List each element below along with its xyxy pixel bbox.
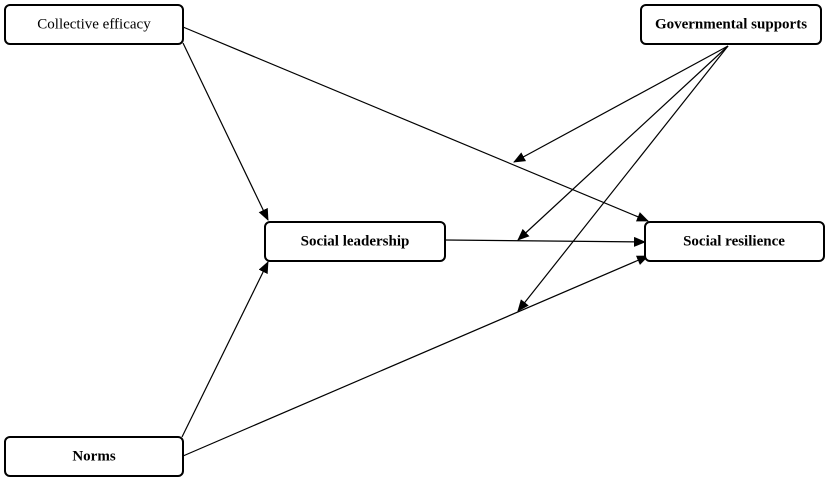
node-social-leadership-label: Social leadership	[301, 233, 410, 249]
edge-social-leadership-to-social-resilience	[444, 236, 646, 247]
node-governmental-supports: Governmental supports	[640, 4, 822, 45]
edge-norms-to-social-resilience	[182, 255, 649, 457]
node-social-resilience-box	[644, 221, 825, 262]
edge-norms-to-social-leadership	[181, 261, 269, 438]
node-collective-efficacy: Collective efficacy	[4, 4, 184, 45]
node-collective-efficacy-box	[4, 4, 184, 45]
node-norms-box	[4, 436, 184, 477]
edge-governmental-supports-moderates-norms-path	[517, 45, 729, 312]
node-norms: Norms	[4, 436, 184, 477]
edges	[181, 26, 729, 457]
edge-collective-efficacy-to-social-leadership	[182, 42, 269, 221]
node-social-resilience: Social resilience	[644, 221, 825, 262]
node-social-leadership: Social leadership	[264, 221, 446, 262]
node-governmental-supports-box	[640, 4, 822, 45]
edge-collective-efficacy-to-social-resilience	[182, 26, 649, 222]
edge-governmental-supports-moderates-collective-efficacy-path	[513, 45, 729, 163]
node-governmental-supports-label: Governmental supports	[655, 16, 807, 32]
edge-governmental-supports-moderates-social-leadership-path	[517, 45, 729, 241]
node-social-resilience-label: Social resilience	[683, 233, 785, 249]
node-collective-efficacy-label: Collective efficacy	[37, 16, 151, 32]
node-social-leadership-box	[264, 221, 446, 262]
node-norms-label: Norms	[72, 448, 115, 464]
